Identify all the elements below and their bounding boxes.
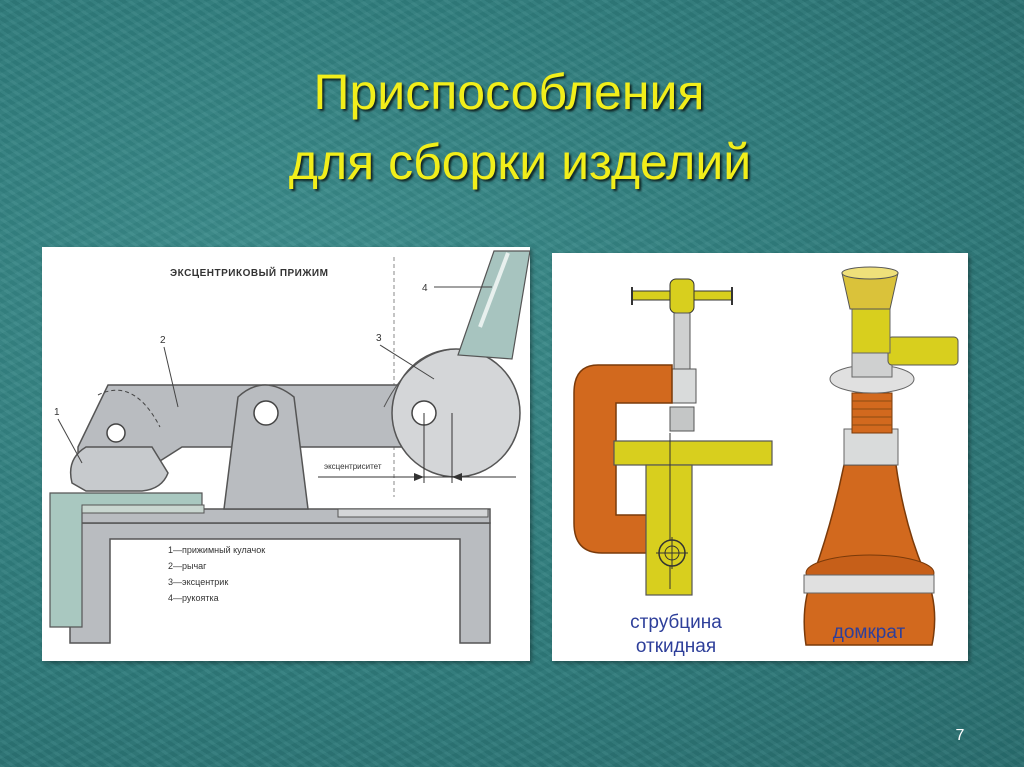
eccentric-clamp-drawing: ЭКСЦЕНТРИКОВЫЙ ПРИЖИМ эксцентри [49,250,530,644]
slide-title-line-1: Приспособления [313,64,705,120]
eccentricity-label: эксцентриситет [324,462,382,471]
legend-item: 4—рукоятка [168,593,219,603]
handle [457,250,530,360]
clamp-and-jack-drawing [573,266,959,646]
jack-illustration [803,266,959,646]
legend-item: 1—прижимный кулачок [168,545,265,555]
legend: 1—прижимный кулачок 2—рычаг 3—эксцентрик… [168,545,265,603]
eccentric-clamp-heading: ЭКСЦЕНТРИКОВЫЙ ПРИЖИМ [170,266,328,279]
slide-number: 7 [955,727,965,744]
c-clamp-illustration [573,278,773,596]
callout-4: 4 [422,283,428,294]
clamp-caption-line-1: струбцина [630,612,722,633]
callout-3: 3 [376,333,382,344]
support-post [223,384,309,510]
legend-item: 2—рычаг [168,561,207,571]
legend-item: 3—эксцентрик [168,577,228,587]
clamp-caption-line-2: откидная [635,636,717,657]
eccentric-clamp-figure: ЭКСЦЕНТРИКОВЫЙ ПРИЖИМ эксцентри [42,247,530,661]
clamping-cam [69,446,169,492]
clamp-and-jack-figure: струбцина откидная домкрат [552,253,968,661]
callout-2: 2 [160,335,166,346]
callout-1: 1 [54,407,60,418]
jack-caption: домкрат [832,622,906,643]
base-frame [69,522,491,644]
slide-title-line-2: для сборки изделий [288,134,752,190]
